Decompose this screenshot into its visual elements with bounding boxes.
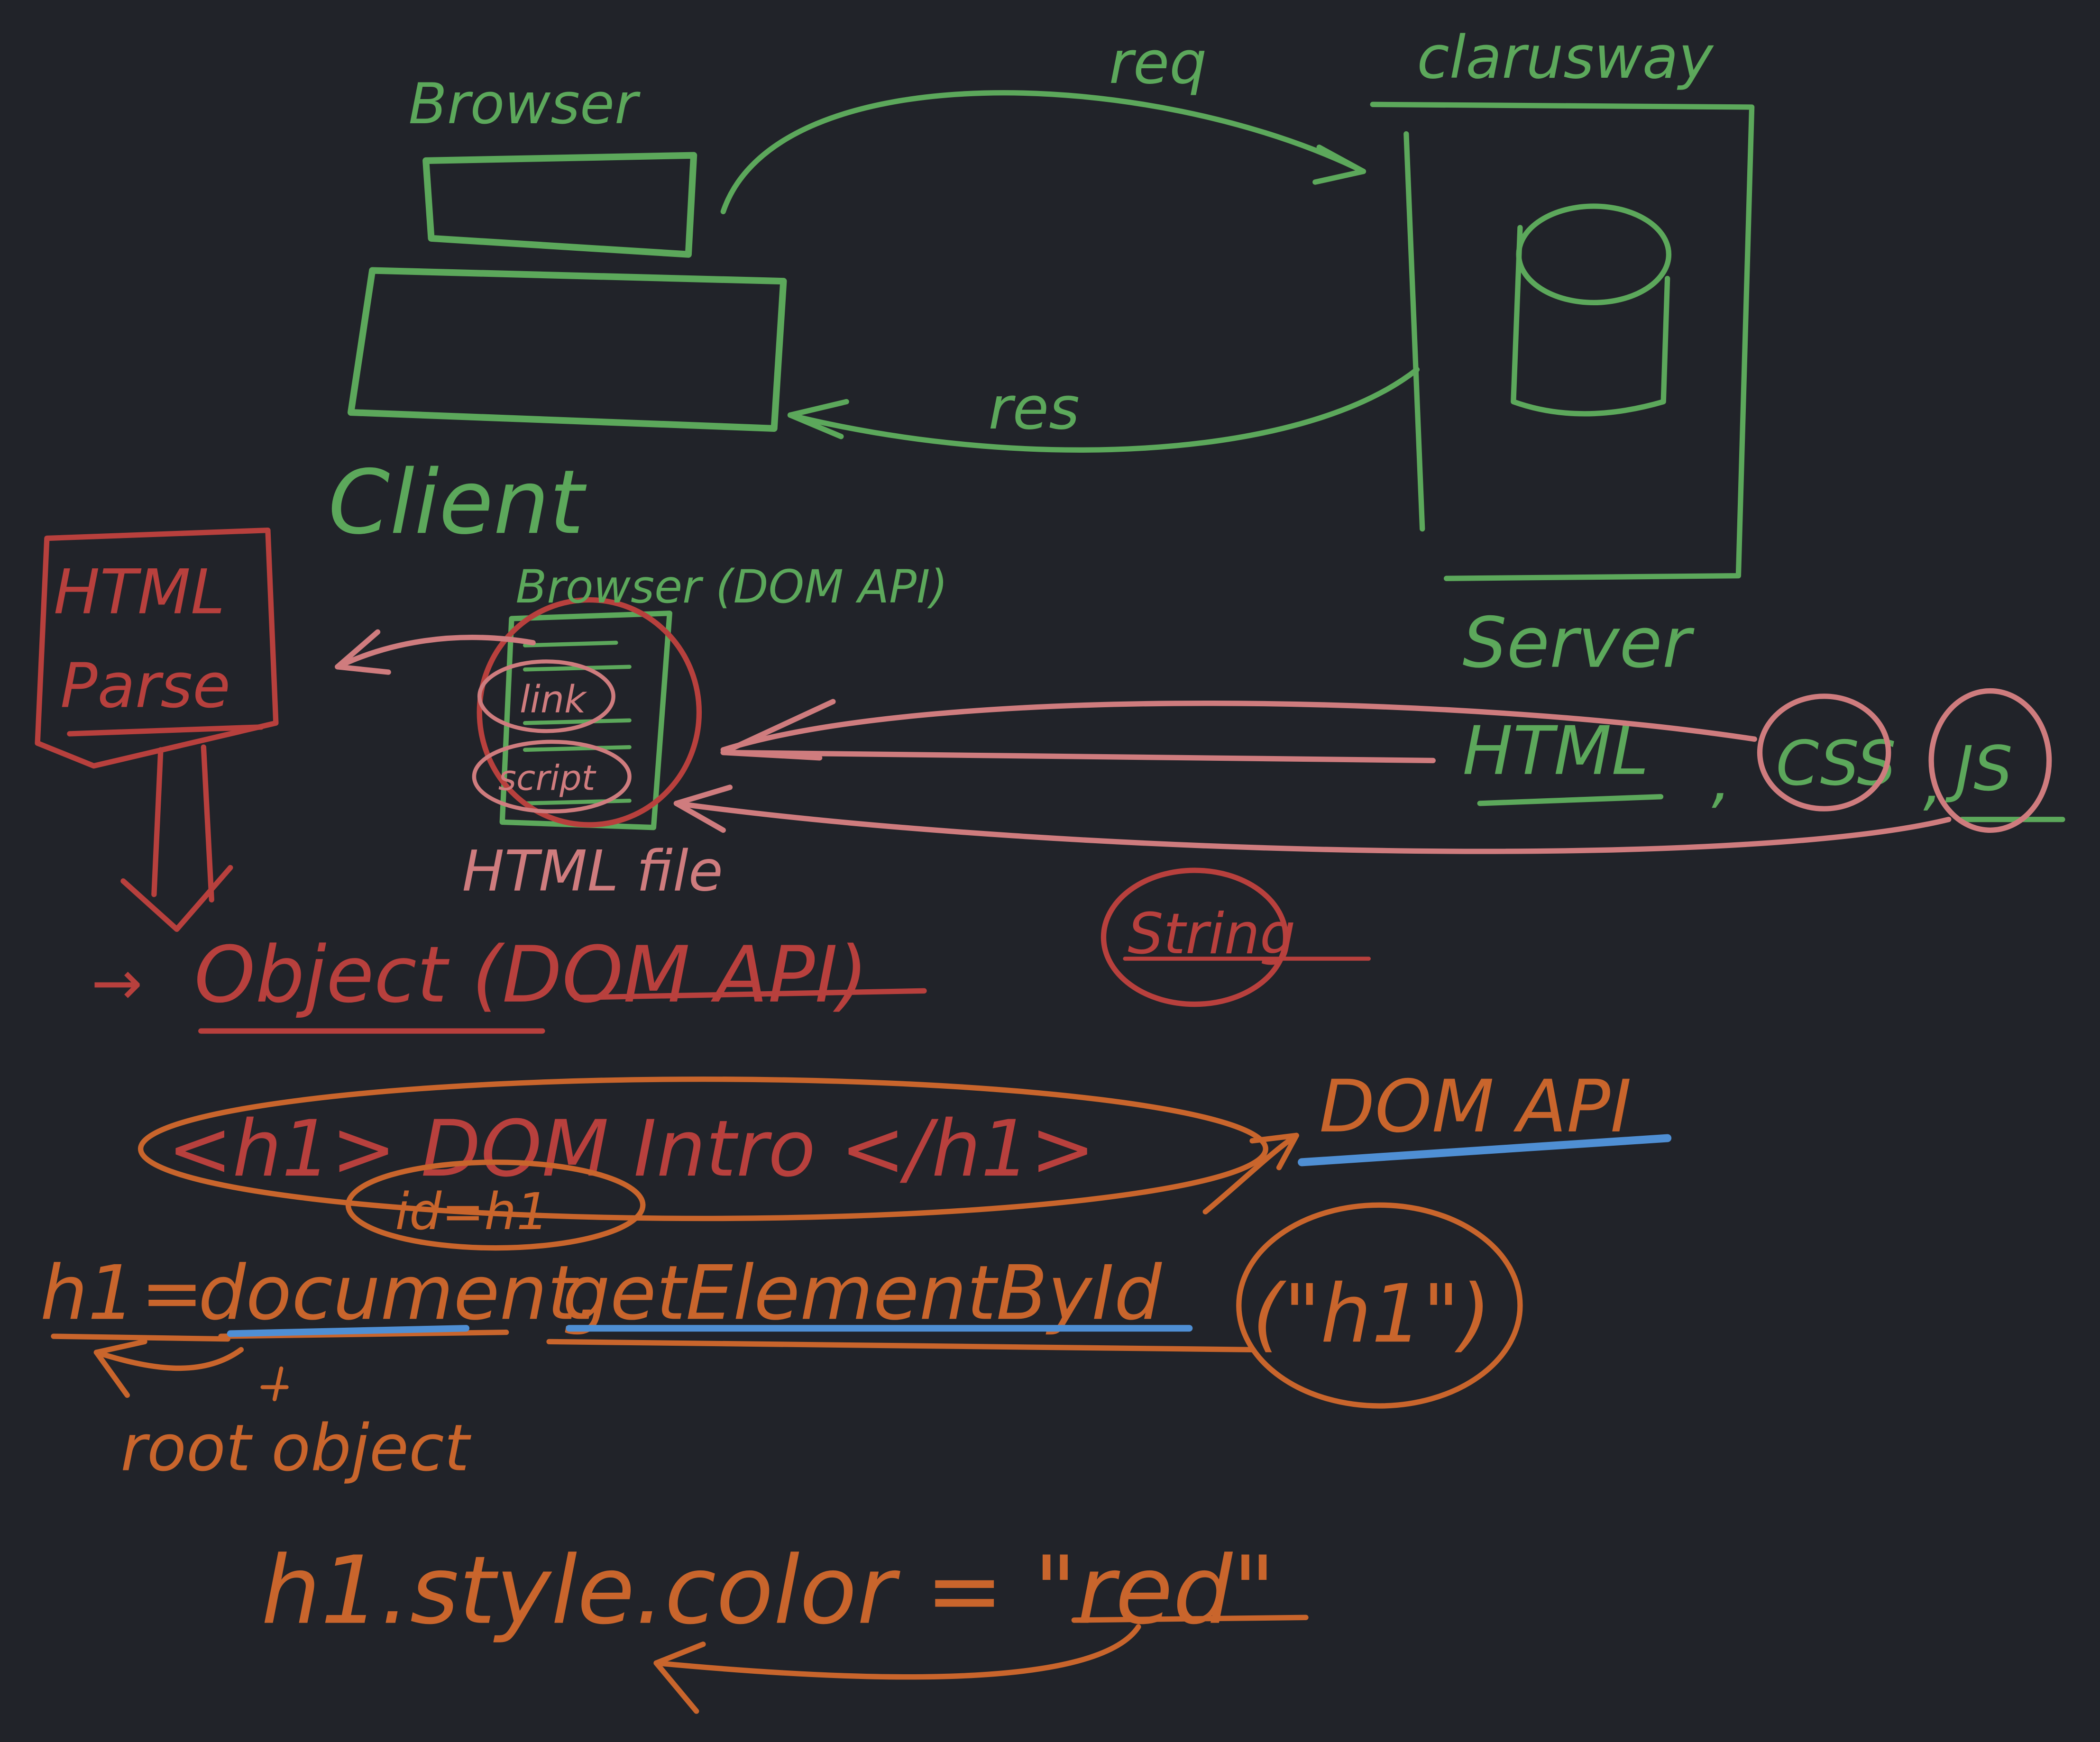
script-tag-circle xyxy=(472,739,632,814)
style-line: h1.style.color = "red" xyxy=(261,1536,1275,1645)
html-parser-line1: HTML xyxy=(54,556,225,628)
code-underlines xyxy=(51,1325,1255,1352)
client-server-group: Browser Client req res clarusway xyxy=(328,24,1755,684)
server-files-group: HTML , CSS , JS xyxy=(1462,688,2065,833)
root-object-arrow xyxy=(93,1339,289,1402)
script-tag: script xyxy=(498,758,597,799)
response-arrow xyxy=(787,366,1420,453)
object-label: Object (DOM API) xyxy=(194,930,868,1020)
comma-1: , xyxy=(1712,743,1731,815)
files-to-document-arrows xyxy=(673,699,1952,854)
style-line-value: red xyxy=(1077,1536,1233,1645)
company-label: clarusway xyxy=(1417,24,1714,92)
object-arrow-glyph: → xyxy=(91,947,143,1019)
css-file-type: CSS xyxy=(1776,727,1896,799)
style-line-suffix: " xyxy=(1232,1536,1275,1645)
server-box xyxy=(1370,101,1755,581)
argument-circle xyxy=(1236,1202,1523,1409)
dom-api-label: DOM API xyxy=(1319,1064,1632,1149)
html-file-flow: Browser (DOM API) link script HTML file xyxy=(335,560,1952,903)
document-to-parser-arrow xyxy=(335,629,536,675)
id-circle xyxy=(345,1159,646,1251)
response-label: res xyxy=(989,374,1080,443)
style-line-prefix: h1.style.color = " xyxy=(261,1536,1077,1645)
string-label: String xyxy=(1128,901,1295,967)
string-circle xyxy=(1100,867,1289,1007)
root-object-label: root object xyxy=(120,1411,472,1486)
code-document: document. xyxy=(198,1249,600,1337)
html-parser-box xyxy=(35,527,279,769)
client-label: Client xyxy=(328,451,587,554)
html-parser-line2: Parse xyxy=(60,649,230,721)
value-back-arrow xyxy=(653,1624,1141,1714)
browser-dom-label: Browser (DOM API) xyxy=(515,560,947,613)
parser-group: HTML Parse → Object (DOM API) String xyxy=(35,527,1371,1034)
code-method: getElementById xyxy=(562,1249,1162,1337)
js-file-type: JS xyxy=(1945,733,2013,805)
code-equals: = xyxy=(141,1249,204,1337)
html-file-type: HTML xyxy=(1462,712,1649,790)
id-label: id=h1 xyxy=(395,1182,549,1241)
code-lhs: h1 xyxy=(40,1249,136,1337)
element-to-dom-api-arrow xyxy=(1202,1132,1299,1215)
css-circle xyxy=(1757,693,1891,812)
dom-example-group: <h1> DOM Intro </h1> id=h1 DOM API h1 = … xyxy=(40,1064,1672,1714)
laptop-icon xyxy=(347,152,787,432)
html-file-label: HTML file xyxy=(462,838,723,903)
link-tag: link xyxy=(520,678,587,721)
element-text: <h1> DOM Intro </h1> xyxy=(167,1104,1095,1194)
link-tag-circle xyxy=(477,659,615,733)
database-icon xyxy=(1511,203,1672,417)
parser-to-object-arrow xyxy=(120,744,233,932)
server-label: Server xyxy=(1462,602,1694,684)
element-outline xyxy=(138,1076,1268,1222)
js-circle xyxy=(1928,688,2052,833)
request-arrow xyxy=(720,90,1366,214)
code-argument: ("h1") xyxy=(1252,1267,1491,1360)
browser-label: Browser xyxy=(409,71,641,137)
html-document-icon xyxy=(477,597,702,830)
request-label: req xyxy=(1109,29,1207,97)
